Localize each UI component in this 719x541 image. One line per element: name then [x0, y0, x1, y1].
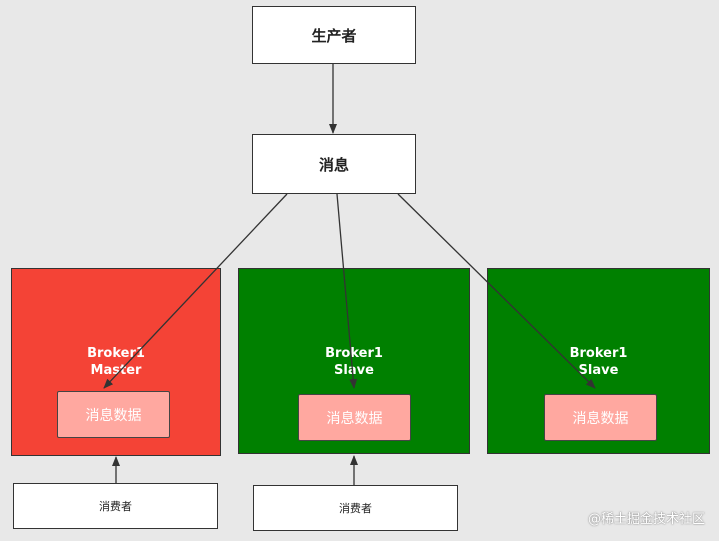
consumer-label-1: 消费者: [99, 500, 132, 513]
consumer-box-1: 消费者: [13, 483, 218, 529]
broker-slave-2-data-box: 消息数据: [544, 394, 657, 441]
producer-label: 生产者: [311, 26, 357, 45]
broker-master-name: Broker1: [87, 346, 145, 361]
broker-slave-1-data-label: 消息数据: [326, 410, 383, 427]
broker-master-role: Master: [90, 363, 142, 378]
arrow-message-to-slave-2: [397, 193, 596, 389]
broker-slave-1-box: Broker1 Slave 消息数据: [238, 268, 470, 454]
broker-slave-1-name: Broker1: [325, 346, 383, 361]
arrow-message-to-master: [103, 193, 288, 389]
message-box: 消息: [252, 134, 416, 194]
broker-master-box: Broker1 Master 消息数据: [11, 268, 221, 456]
watermark: @稀土掘金技术社区: [587, 512, 705, 527]
broker-master-data-box: 消息数据: [57, 391, 170, 438]
broker-slave-1-data-box: 消息数据: [298, 394, 411, 441]
broker-slave-1-role: Slave: [334, 363, 374, 378]
broker-slave-2-role: Slave: [578, 363, 619, 378]
arrow-message-to-slave-1: [336, 193, 358, 389]
consumer-label-2: 消费者: [339, 502, 372, 515]
broker-slave-2-name: Broker1: [569, 346, 628, 361]
message-label: 消息: [318, 155, 349, 174]
producer-box: 生产者: [252, 6, 416, 64]
consumer-box-2: 消费者: [253, 485, 458, 531]
broker-slave-2-data-label: 消息数据: [572, 410, 629, 427]
broker-slave-2-box: Broker1 Slave 消息数据: [487, 268, 710, 454]
broker-master-data-label: 消息数据: [85, 407, 142, 424]
